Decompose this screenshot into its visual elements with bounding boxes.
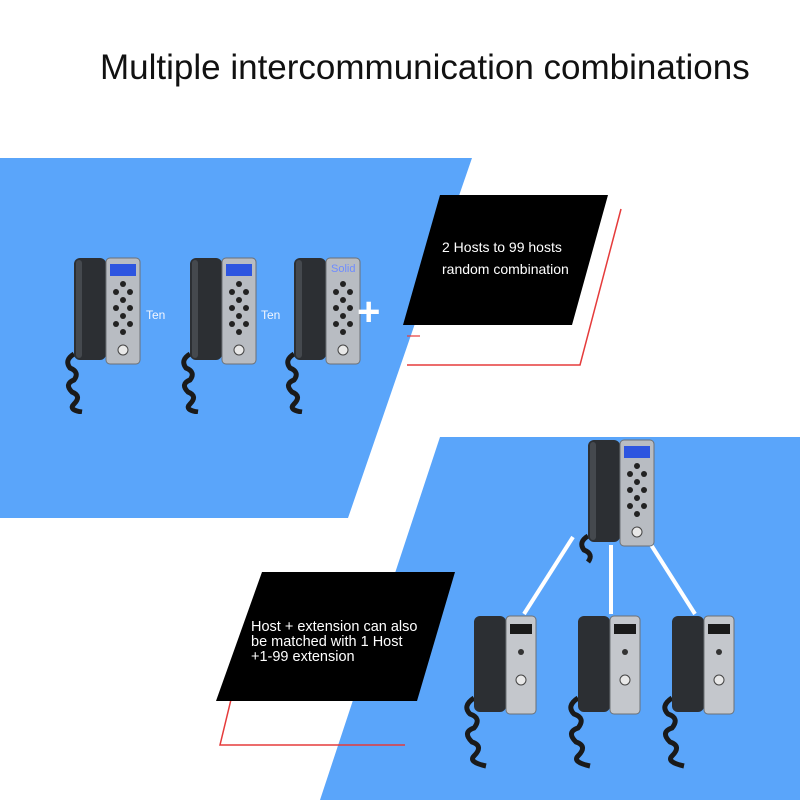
- link-line-left: [522, 535, 575, 616]
- host-phone-3: [285, 257, 361, 414]
- extension-phone-3: [662, 615, 735, 769]
- connector-label-1: Ten: [146, 308, 166, 322]
- bottom-black-box: [216, 572, 455, 701]
- top-panel-text: 2 Hosts to 99 hosts random combination: [442, 239, 569, 277]
- host-phone-1: [65, 257, 141, 414]
- solid-label: Solid: [331, 263, 356, 275]
- connector-label-2: Ten: [261, 308, 281, 322]
- top-black-box: [403, 195, 608, 325]
- top-red-outline: [407, 208, 622, 366]
- page-title: Multiple intercommunication combinations: [100, 48, 750, 87]
- host-phone-main: [579, 439, 655, 564]
- plus-icon: +: [357, 290, 381, 334]
- extension-phone-1: [464, 615, 537, 769]
- bottom-panel-text: Host + extension can also be matched wit…: [251, 619, 418, 665]
- link-line-right: [646, 538, 697, 616]
- extension-phone-2: [568, 615, 641, 769]
- host-phone-2: [181, 257, 257, 414]
